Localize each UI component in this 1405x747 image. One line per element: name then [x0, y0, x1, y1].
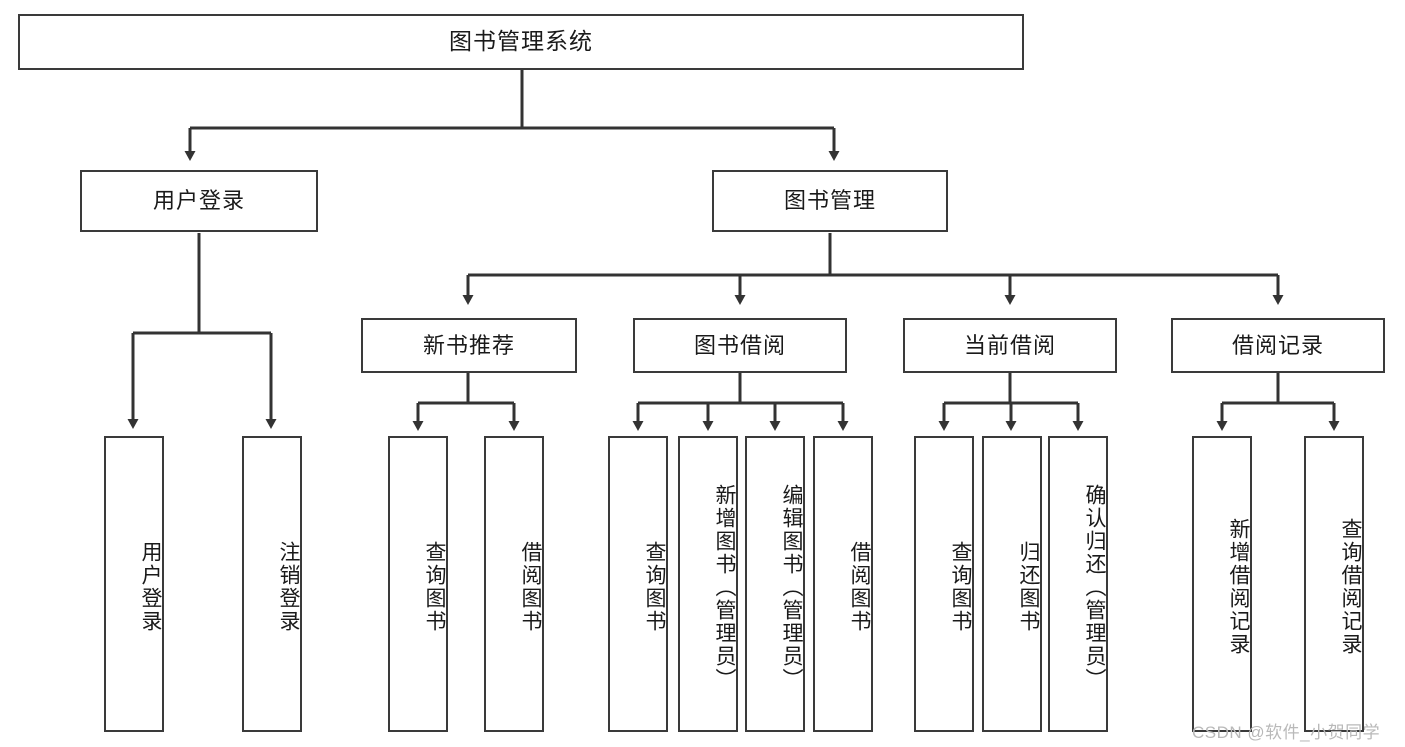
node-user-login-label: 用户登录	[152, 188, 245, 214]
node-book-borrow[interactable]: 图书借阅	[633, 318, 847, 373]
leaf-confirm-return-admin[interactable]: 确认归还（管理员）	[1048, 436, 1108, 732]
node-new-book-recommend[interactable]: 新书推荐	[361, 318, 577, 373]
node-book-management[interactable]: 图书管理	[712, 170, 948, 232]
leaf-query-book-rec[interactable]: 查询图书	[388, 436, 448, 732]
node-current-borrow-label: 当前借阅	[963, 332, 1056, 358]
leaf-edit-book-admin-label: 编辑图书（管理员）	[780, 483, 803, 691]
csdn-watermark: CSDN @软件_小贺同学	[1192, 723, 1381, 742]
leaf-borrow-book-rec-label: 借阅图书	[519, 541, 542, 633]
node-current-borrow[interactable]: 当前借阅	[903, 318, 1117, 373]
leaf-return-book[interactable]: 归还图书	[982, 436, 1042, 732]
leaf-query-book-current-label: 查询图书	[949, 541, 972, 633]
leaf-add-book-admin-label: 新增图书（管理员）	[713, 483, 736, 691]
node-user-login[interactable]: 用户登录	[80, 170, 318, 232]
leaf-query-borrow-record[interactable]: 查询借阅记录	[1304, 436, 1364, 732]
node-book-borrow-label: 图书借阅	[693, 332, 786, 358]
node-root-label: 图书管理系统	[449, 28, 593, 55]
leaf-logout-label: 注销登录	[277, 541, 300, 633]
leaf-user-login[interactable]: 用户登录	[104, 436, 164, 732]
node-book-management-label: 图书管理	[783, 188, 876, 214]
node-borrow-record-label: 借阅记录	[1231, 332, 1324, 358]
leaf-edit-book-admin[interactable]: 编辑图书（管理员）	[745, 436, 805, 732]
leaf-query-borrow-record-label: 查询借阅记录	[1339, 518, 1362, 656]
node-new-book-recommend-label: 新书推荐	[422, 332, 515, 358]
node-root[interactable]: 图书管理系统	[18, 14, 1024, 70]
leaf-user-login-label: 用户登录	[139, 541, 162, 633]
leaf-query-book-borrow-label: 查询图书	[643, 541, 666, 633]
node-borrow-record[interactable]: 借阅记录	[1171, 318, 1385, 373]
leaf-confirm-return-admin-label: 确认归还（管理员）	[1083, 483, 1106, 691]
leaf-borrow-book[interactable]: 借阅图书	[813, 436, 873, 732]
leaf-query-book-current[interactable]: 查询图书	[914, 436, 974, 732]
leaf-add-book-admin[interactable]: 新增图书（管理员）	[678, 436, 738, 732]
leaf-query-book-borrow[interactable]: 查询图书	[608, 436, 668, 732]
leaf-borrow-book-rec[interactable]: 借阅图书	[484, 436, 544, 732]
leaf-logout[interactable]: 注销登录	[242, 436, 302, 732]
leaf-add-borrow-record[interactable]: 新增借阅记录	[1192, 436, 1252, 732]
leaf-query-book-rec-label: 查询图书	[423, 541, 446, 633]
leaf-return-book-label: 归还图书	[1017, 541, 1040, 633]
leaf-borrow-book-label: 借阅图书	[848, 541, 871, 633]
leaf-add-borrow-record-label: 新增借阅记录	[1227, 518, 1250, 656]
